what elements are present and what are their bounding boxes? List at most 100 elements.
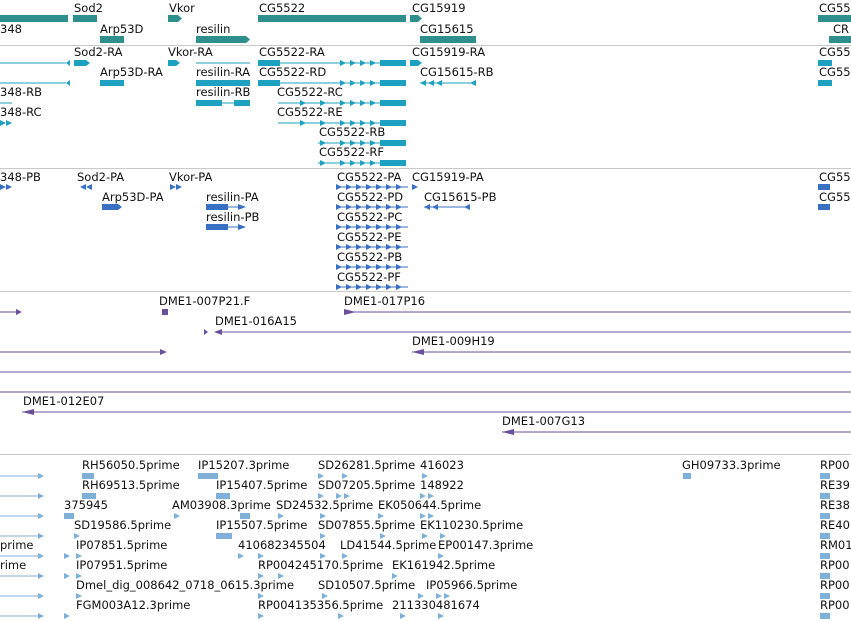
transcript-label[interactable]: Sod2-RA [74, 46, 123, 59]
est-label[interactable]: 410682345504 [238, 538, 326, 552]
gene-label[interactable]: CG15919 [412, 1, 466, 15]
clone-label[interactable]: DME1-012E07 [23, 394, 105, 408]
est-label[interactable]: AM03908.3prime [172, 498, 271, 512]
transcript-label[interactable]: CG55 [819, 46, 851, 59]
est-label[interactable]: SD26281.5prime [318, 458, 416, 472]
est-label[interactable]: SD10507.5prime [318, 578, 416, 592]
gene-resilin-feature[interactable] [196, 36, 250, 43]
gene-cr-feature[interactable] [829, 36, 851, 43]
transcript-label[interactable]: CG5522-RF [319, 145, 384, 159]
est-label[interactable]: RP00 [820, 458, 850, 472]
cg5522-rb-feature[interactable] [320, 140, 326, 146]
gene-label[interactable]: CG15615 [420, 22, 474, 36]
transcript-label[interactable]: CG5522-RE [277, 105, 343, 119]
est-label[interactable]: EP00147.3prime [438, 538, 534, 552]
gene-label[interactable]: Arp53D [100, 22, 144, 36]
cg15615-pb-feature[interactable] [424, 204, 430, 210]
est-label[interactable]: IP05966.5prime [426, 578, 518, 592]
est-label[interactable]: 211330481674 [392, 598, 480, 612]
est-label[interactable]: 148922 [420, 478, 464, 492]
est-label[interactable]: FGM003A12.3prime [76, 598, 191, 612]
protein-label[interactable]: resilin-PB [206, 210, 260, 224]
cg5522-pf-feature[interactable] [336, 284, 342, 290]
cg5522-pd-feature[interactable] [336, 204, 342, 210]
transcript-label[interactable]: CG5522-RC [277, 85, 343, 99]
cg15919-pa-feature[interactable] [412, 184, 418, 190]
transcript-label[interactable]: 348-RC [0, 105, 42, 119]
arp53d-pa-feature[interactable] [102, 204, 122, 210]
clone-label[interactable]: DME1-009H19 [412, 334, 495, 348]
est-label[interactable]: SD24532.5prime [276, 498, 374, 512]
resilin-pb-feature[interactable] [206, 224, 228, 230]
sod2-pa-feature[interactable] [80, 184, 86, 190]
arp53d-ra-feature[interactable] [100, 80, 124, 86]
est-label[interactable]: EK161942.5prime [392, 558, 496, 572]
est-label[interactable]: IP15507.5prime [216, 518, 308, 532]
protein-label[interactable]: CG55 [819, 170, 851, 184]
est-label[interactable]: SD07205.5prime [318, 478, 416, 492]
est-label[interactable]: EK110230.5prime [420, 518, 524, 532]
est-label[interactable]: 375945 [64, 498, 108, 512]
est-label[interactable]: RE38 [820, 498, 850, 512]
gene-348-feature[interactable] [0, 15, 68, 22]
clone-label[interactable]: DME1-017P16 [344, 294, 426, 308]
est-label[interactable]: RE39 [820, 478, 850, 492]
clone-label[interactable]: DME1-007G13 [502, 414, 586, 428]
cg5522-rf-feature[interactable] [320, 160, 326, 166]
protein-label[interactable]: CG5522-PE [337, 230, 402, 244]
gene-vkor-feature[interactable] [168, 15, 182, 22]
est-label[interactable]: prime [0, 538, 34, 552]
cg5522-rc-feature[interactable] [300, 100, 306, 106]
protein-label[interactable]: Arp53D-PA [102, 190, 164, 204]
est-label[interactable]: GH09733.3prime [682, 458, 781, 472]
est-label[interactable]: SD19586.5prime [74, 518, 172, 532]
est-label[interactable]: RP004245170.5prime [258, 558, 384, 572]
est-ip15207-feature[interactable] [198, 473, 218, 479]
est-label[interactable]: IP07951.5prime [76, 558, 168, 572]
gene-cg55-feature[interactable] [818, 15, 851, 22]
cg5522-rd-feature[interactable] [258, 80, 280, 86]
est-label[interactable]: IP07851.5prime [76, 538, 168, 552]
vkor-pa-feature[interactable] [170, 184, 176, 190]
est-label[interactable]: RE40 [820, 518, 850, 532]
vkor-ra-feature[interactable] [168, 60, 180, 66]
gene-label[interactable]: Vkor [169, 1, 195, 15]
transcript-label[interactable]: resilin-RA [196, 65, 250, 79]
clone-label[interactable]: DME1-007P21.F [159, 294, 251, 308]
est-label[interactable]: RM01 [820, 538, 851, 552]
transcript-label[interactable]: CG15615-RB [420, 65, 494, 79]
cg15615-rb-feature[interactable] [420, 80, 426, 86]
transcript-label[interactable]: resilin-RB [196, 85, 251, 99]
transcript-label[interactable]: CG5522-RB [319, 125, 386, 139]
transcript-label[interactable]: Arp53D-RA [100, 65, 163, 79]
transcript-label[interactable]: Vkor-RA [168, 46, 213, 59]
est-label[interactable]: IP15207.3prime [198, 458, 290, 472]
clone-label[interactable]: DME1-016A15 [215, 314, 297, 328]
protein-label[interactable]: CG5522-PB [337, 250, 403, 264]
est-label[interactable]: rime [0, 558, 27, 572]
resilin-rb-feature[interactable] [196, 100, 222, 106]
transcript-label[interactable]: CG15919-RA [412, 46, 486, 59]
resilin-pa-feature[interactable] [206, 204, 228, 210]
cg5522-pb-feature[interactable] [336, 264, 342, 270]
cg5522-pe-feature[interactable] [336, 244, 342, 250]
est-label[interactable]: Dmel_dig_008642_0718_0615.3prime [76, 578, 295, 592]
clone-dme1-017p16[interactable] [344, 309, 356, 315]
gene-cg15919-feature[interactable] [410, 15, 422, 22]
protein-label[interactable]: CG5522-PA [337, 170, 402, 184]
cg5522-pa-feature[interactable] [336, 184, 342, 190]
est-label[interactable]: 416023 [420, 458, 464, 472]
clone-dme1-016a15[interactable] [214, 329, 222, 335]
protein-label[interactable]: CG15919-PA [412, 170, 484, 184]
gene-label[interactable]: CG55 [819, 1, 851, 15]
gene-label[interactable]: resilin [196, 22, 231, 36]
protein-label[interactable]: 348-PB [0, 170, 41, 184]
protein-label[interactable]: CG5522-PD [337, 190, 404, 204]
cg5522-ra-feature[interactable] [258, 60, 280, 66]
transcript-label[interactable]: CG5522-RD [259, 65, 327, 79]
protein-label[interactable]: Sod2-PA [77, 170, 125, 184]
gene-sod2-feature[interactable] [73, 15, 97, 22]
transcript-label[interactable]: CG55 [819, 65, 851, 79]
resilin-ra-feature[interactable] [196, 80, 250, 86]
est-label[interactable]: SD07855.5prime [318, 518, 416, 532]
